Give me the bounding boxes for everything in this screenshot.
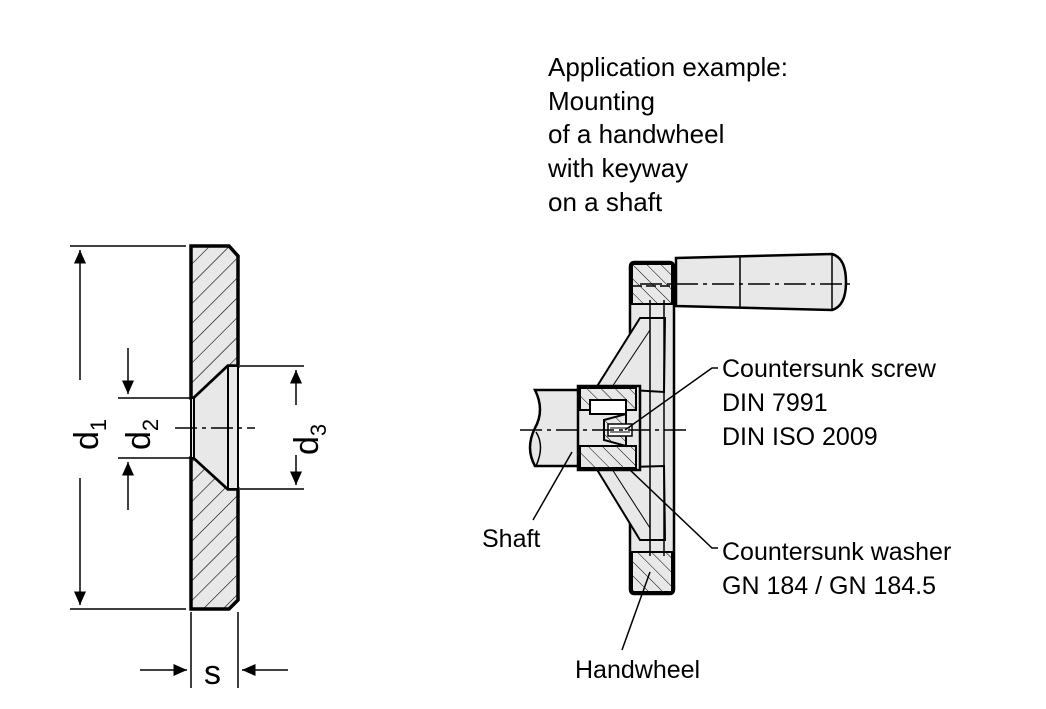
s-label: s xyxy=(204,654,221,692)
label-gn-184: GN 184 / GN 184.5 xyxy=(722,572,936,600)
handwheel-assembly xyxy=(520,252,850,596)
dimension-d2: d2 xyxy=(118,348,190,510)
label-handwheel: Handwheel xyxy=(575,656,700,684)
dimension-d3: d3 xyxy=(240,365,331,490)
leader-lines xyxy=(532,367,718,651)
application-title-line-4: with keyway xyxy=(547,153,688,183)
label-countersunk-washer: Countersunk washer xyxy=(722,538,951,566)
application-title-line-2: Mounting xyxy=(548,86,655,116)
application-title-line-1: Application example: xyxy=(548,52,788,82)
label-din-iso-2009: DIN ISO 2009 xyxy=(722,423,878,451)
d2-label: d2 xyxy=(120,419,163,450)
label-countersunk-screw: Countersunk screw xyxy=(722,355,937,383)
lower-spoke xyxy=(594,464,667,541)
upper-spoke xyxy=(594,317,667,394)
d3-label: d3 xyxy=(288,424,331,455)
crank-handle xyxy=(674,252,848,312)
application-title-line-5: on a shaft xyxy=(548,187,663,217)
key xyxy=(589,399,627,415)
label-din-7991: DIN 7991 xyxy=(722,389,828,417)
dimension-s: s xyxy=(140,612,288,692)
application-title-line-3: of a handwheel xyxy=(548,119,724,149)
washer-section xyxy=(175,244,255,611)
dimension-d1: d1 xyxy=(68,245,186,610)
label-shaft: Shaft xyxy=(482,525,540,553)
d1-label: d1 xyxy=(68,419,111,450)
